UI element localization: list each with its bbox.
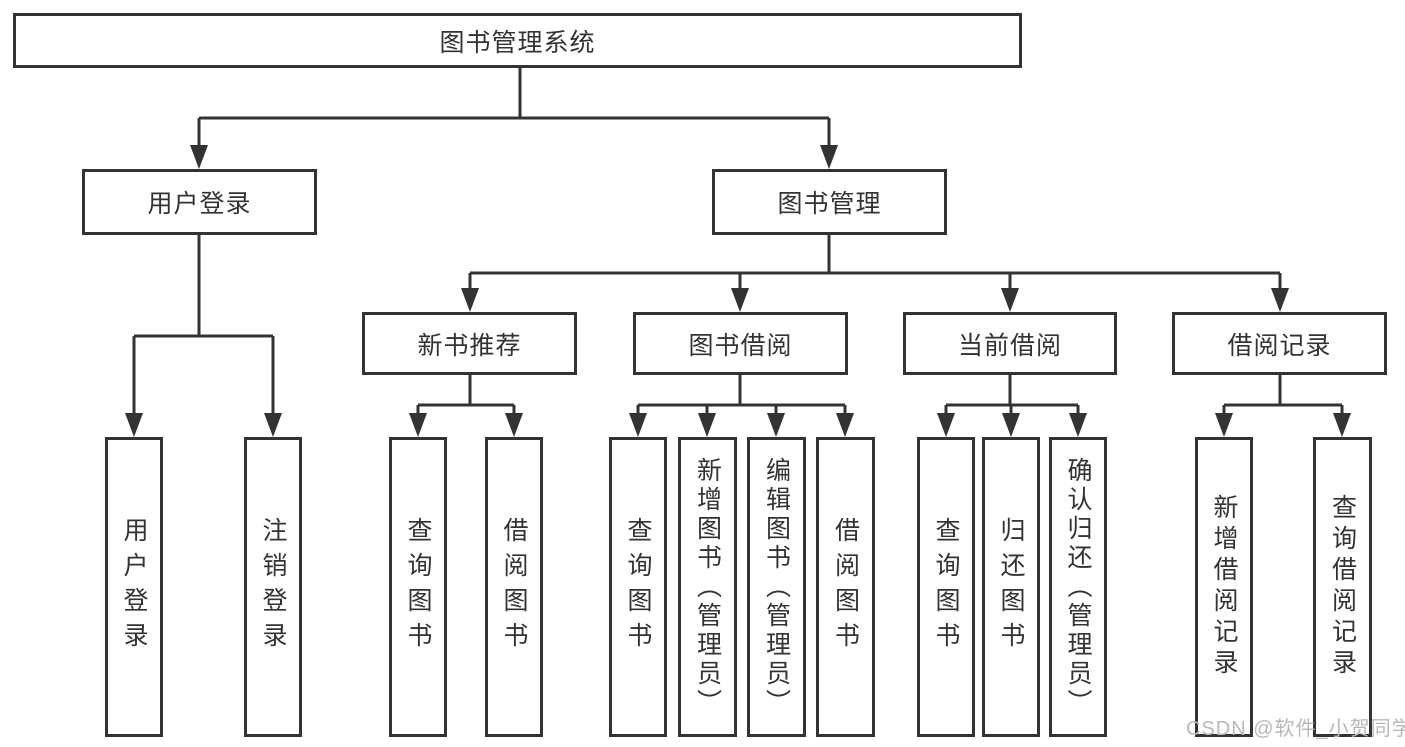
leaf-confirm-return-admin: 确认归还（管理员） xyxy=(1049,437,1107,737)
node-borrowing-records: 借阅记录 xyxy=(1172,312,1387,375)
leaf-user-login: 用户登录 xyxy=(105,437,163,737)
leaf-borrow-books-borrowing: 借阅图书 xyxy=(816,437,875,737)
leaf-query-borrow-record: 查询借阅记录 xyxy=(1313,437,1372,737)
leaf-edit-books-admin: 编辑图书（管理员） xyxy=(747,437,806,737)
node-book-management: 图书管理 xyxy=(712,169,947,235)
node-current-borrowing: 当前借阅 xyxy=(903,312,1117,375)
leaf-logout: 注销登录 xyxy=(244,437,302,737)
node-library-management-system: 图书管理系统 xyxy=(13,13,1022,68)
node-book-borrowing: 图书借阅 xyxy=(633,312,848,375)
leaf-add-books-admin: 新增图书（管理员） xyxy=(678,437,737,737)
leaf-query-books-borrowing: 查询图书 xyxy=(609,437,667,737)
leaf-return-books: 归还图书 xyxy=(982,437,1040,737)
node-new-book-recommendation: 新书推荐 xyxy=(362,312,577,375)
leaf-query-books-current: 查询图书 xyxy=(917,437,975,737)
leaf-add-borrow-record: 新增借阅记录 xyxy=(1195,437,1253,737)
node-user-login: 用户登录 xyxy=(82,169,317,235)
watermark: CSDN @软件_小贺同学 xyxy=(1186,718,1405,740)
leaf-borrow-books-recommendation: 借阅图书 xyxy=(485,437,543,737)
leaf-query-books-recommendation: 查询图书 xyxy=(389,437,447,737)
